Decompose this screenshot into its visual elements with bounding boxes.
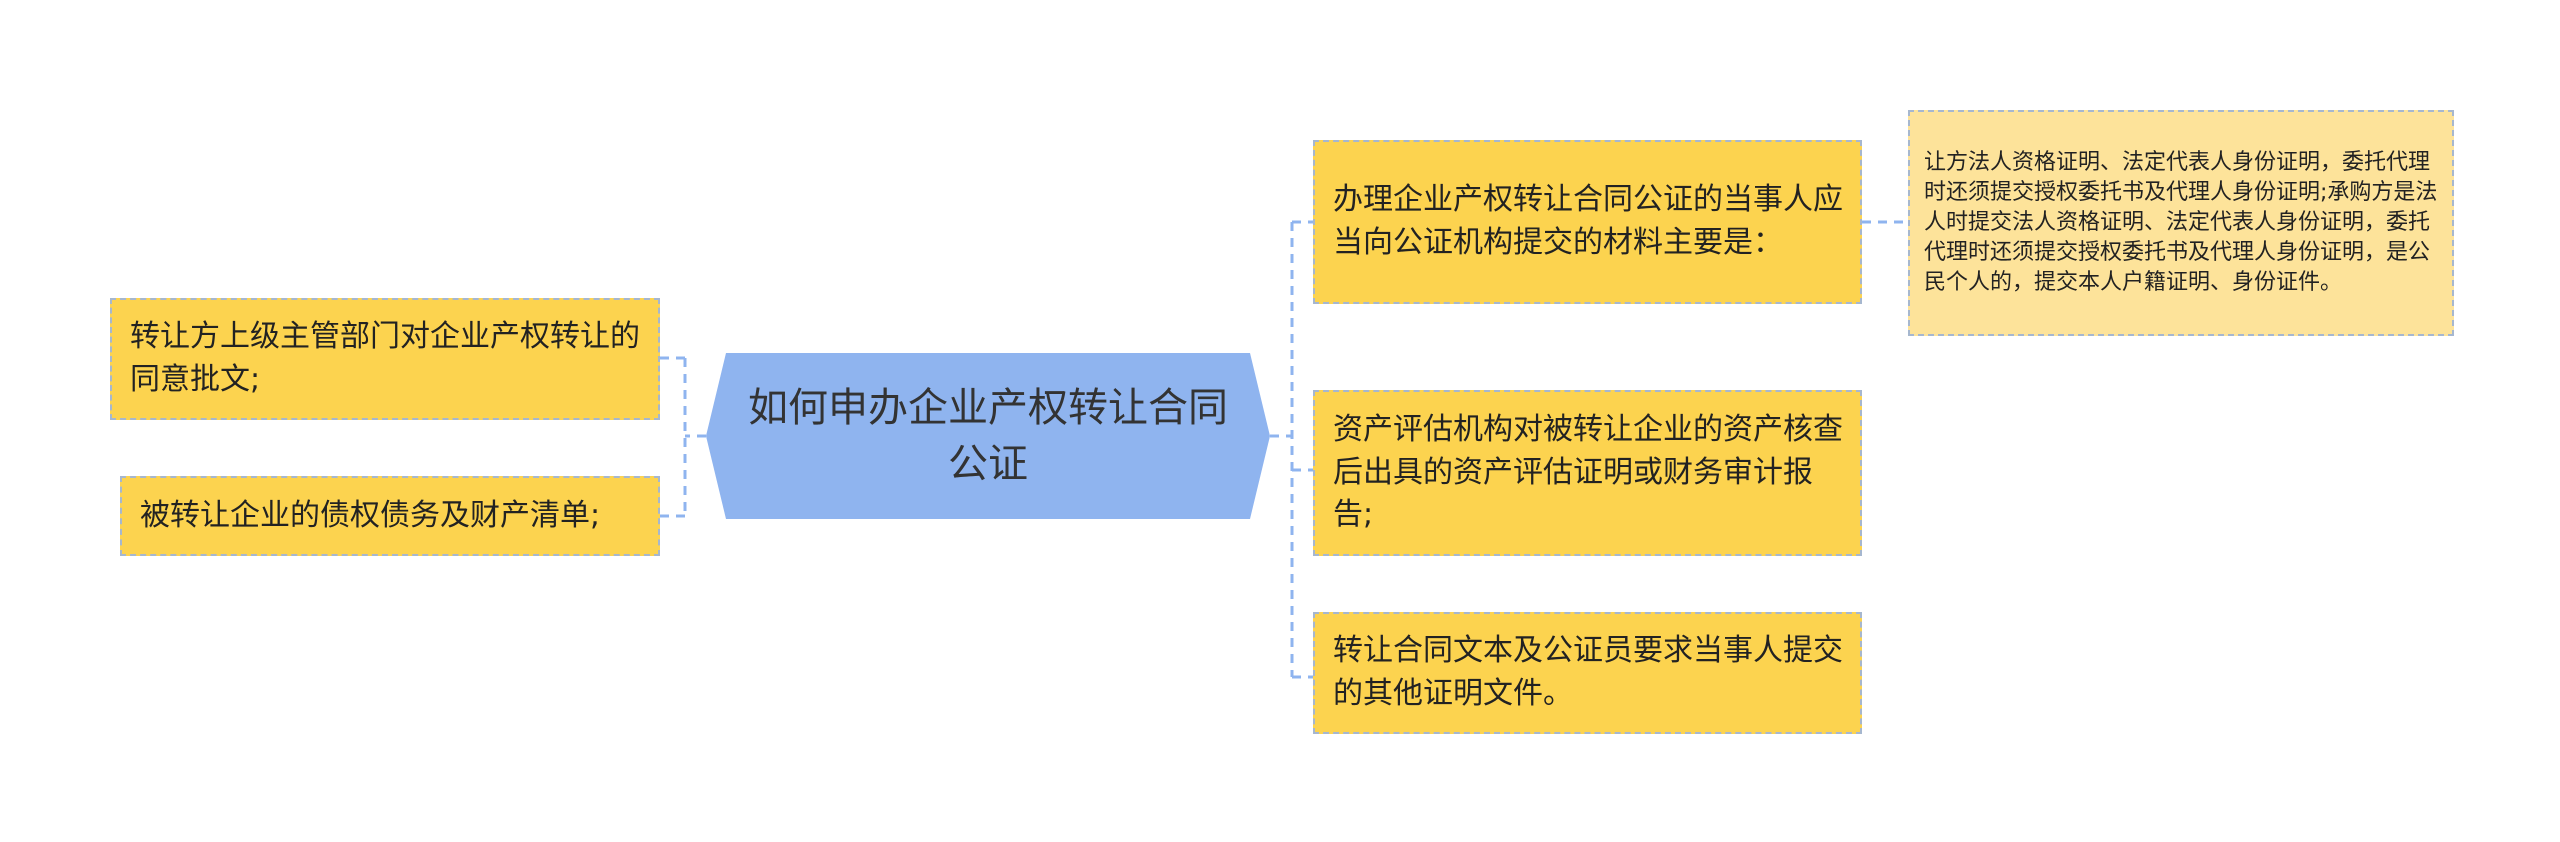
left-branch-label-2: 被转让企业的债权债务及财产清单;: [140, 497, 601, 533]
left-branch-node-2[interactable]: 被转让企业的债权债务及财产清单;: [120, 476, 660, 556]
left-branch-node-1[interactable]: 转让方上级主管部门对企业产权转让的同意批文;: [110, 298, 660, 420]
right-branch-node-2[interactable]: 资产评估机构对被转让企业的资产核查后出具的资产评估证明或财务审计报告;: [1313, 390, 1862, 556]
left-branch-label-1: 转让方上级主管部门对企业产权转让的同意批文;: [130, 319, 640, 397]
detail-node-label: 让方法人资格证明、法定代表人身份证明，委托代理时还须提交授权委托书及代理人身份证…: [1924, 150, 2438, 295]
detail-node[interactable]: 让方法人资格证明、法定代表人身份证明，委托代理时还须提交授权委托书及代理人身份证…: [1908, 110, 2454, 336]
central-topic-shape: [706, 353, 1270, 519]
right-branch-label-3: 转让合同文本及公证员要求当事人提交的其他证明文件。: [1333, 633, 1843, 711]
right-branch-label-1: 办理企业产权转让合同公证的当事人应当向公证机构提交的材料主要是：: [1333, 182, 1843, 260]
right-branch-node-3[interactable]: 转让合同文本及公证员要求当事人提交的其他证明文件。: [1313, 612, 1862, 734]
right-branch-node-1[interactable]: 办理企业产权转让合同公证的当事人应当向公证机构提交的材料主要是：: [1313, 140, 1862, 304]
right-branch-label-2: 资产评估机构对被转让企业的资产核查后出具的资产评估证明或财务审计报告;: [1333, 412, 1843, 533]
central-topic[interactable]: 如何申办企业产权转让合同公证: [706, 353, 1270, 519]
central-topic-label: 如何申办企业产权转让合同公证: [748, 385, 1228, 487]
